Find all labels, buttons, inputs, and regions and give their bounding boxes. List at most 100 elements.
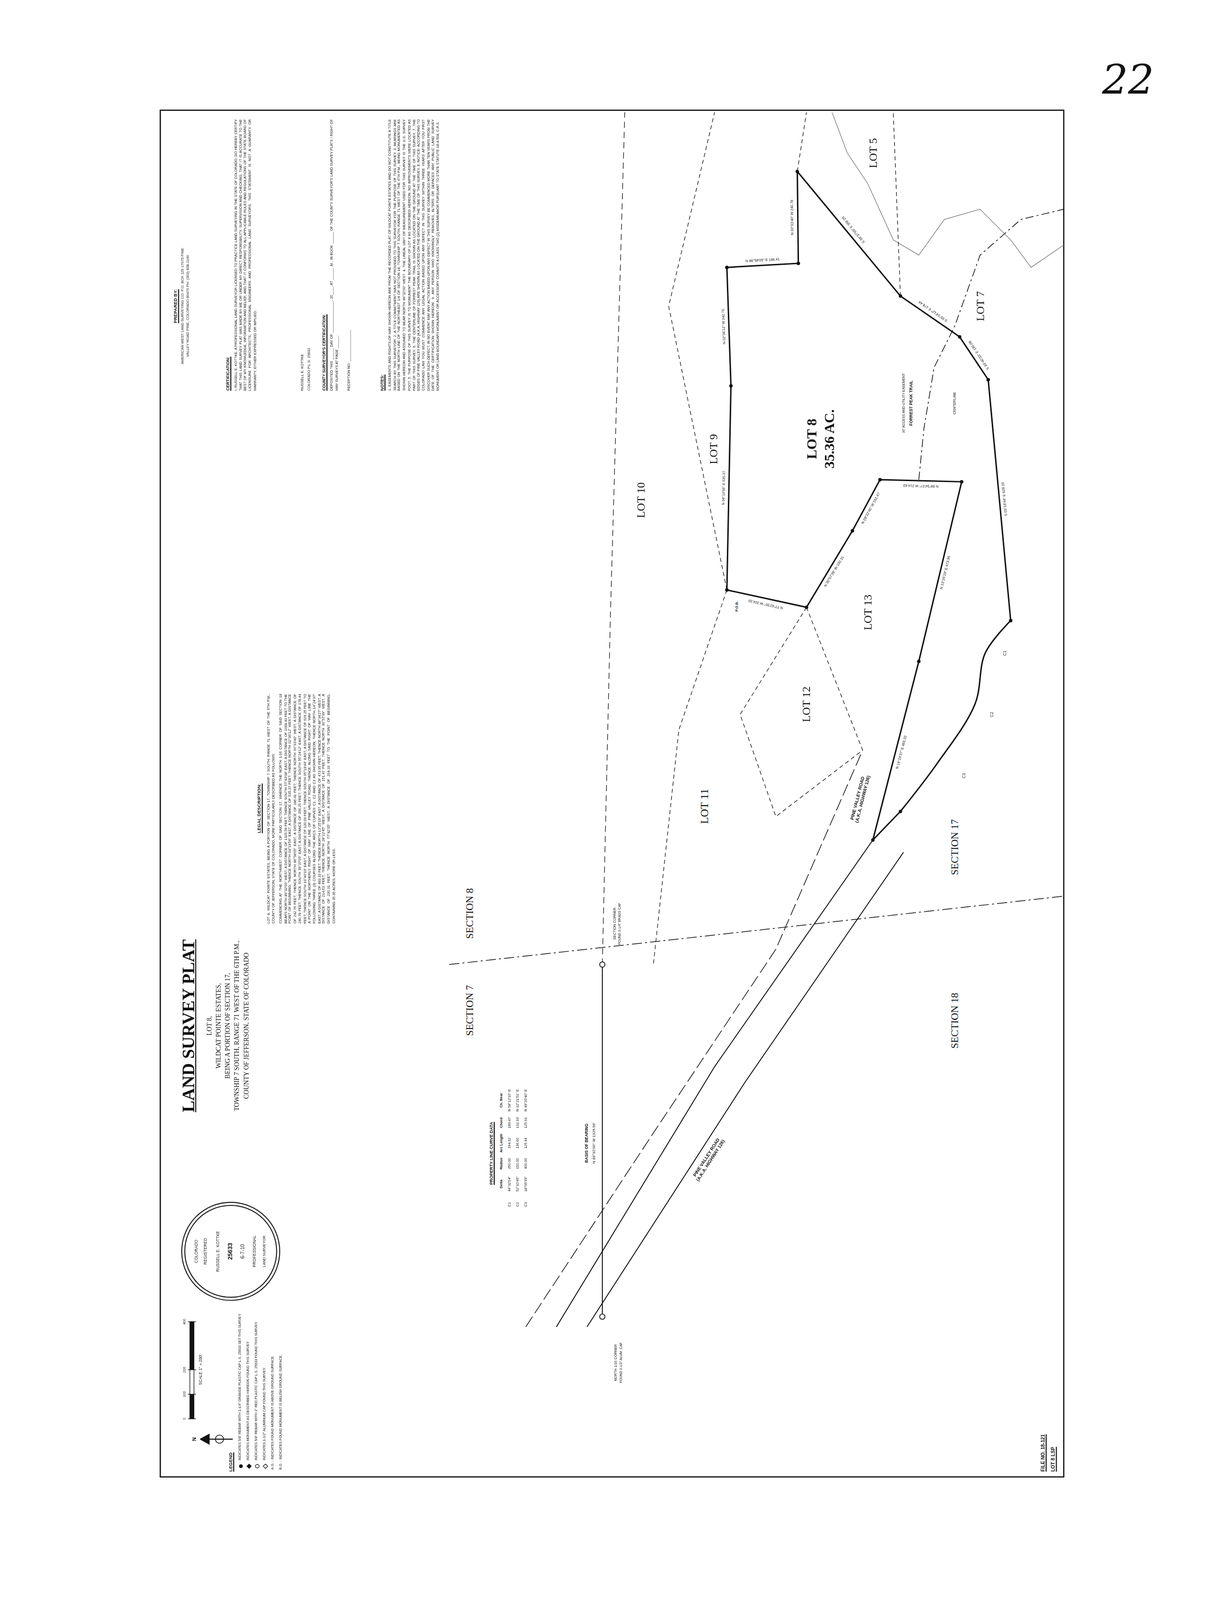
- table-cell: C1: [507, 1202, 512, 1208]
- monument-symbol: [850, 529, 855, 533]
- notes-text: 1. EASEMENTS AND RIGHTS-OF-WAY SHOWN HER…: [387, 119, 441, 392]
- section-label: SECTION 8: [463, 887, 476, 939]
- section-corner-symbol: [599, 961, 605, 968]
- lot-label: LOT 12: [799, 686, 813, 723]
- scale-bar-segment: [189, 1394, 194, 1420]
- bearing-distance: N 77°42'35" W 204.33: [747, 598, 784, 611]
- block-heading: LEGAL DESCRIPTION:: [256, 783, 262, 834]
- corner-label: FOUND 3-1/4" BRASS CAP: [618, 902, 623, 946]
- table-cell: 131.93: [515, 1117, 520, 1129]
- recording-text: DEPOSITED THIS ______ DAY OF ___________…: [329, 119, 340, 392]
- road-edge: [586, 852, 904, 1327]
- scale-number: 400: [182, 1319, 188, 1326]
- monument-symbol: [871, 838, 875, 842]
- bearing-distance: N 88°34'27" W 214.63: [902, 484, 939, 489]
- table-cell: C2: [515, 1202, 520, 1208]
- certification-text: I, RUSSELL E. KOTTKE, A PROFESSIONAL LAN…: [233, 119, 258, 392]
- seal-text: RUSSELL E. KOTTKE: [216, 1231, 222, 1273]
- subtitle: LOT 8,: [205, 1016, 213, 1036]
- scale-tick: [187, 1321, 197, 1322]
- file-number: FILE NO. 18-121: [1040, 1434, 1047, 1472]
- lot-line: [668, 112, 727, 591]
- table-header: Ch. Bear: [498, 1093, 504, 1109]
- road-edge: [525, 750, 863, 1328]
- table-header: Delta: [498, 1179, 504, 1189]
- north-label: N: [192, 1437, 199, 1442]
- bearing-distance: N 00°33'40" W 240.78: [789, 199, 795, 236]
- scale-tick: [187, 1394, 197, 1395]
- seal-text: LAND SURVEYOR: [262, 1235, 267, 1268]
- table-cell: 250.00: [507, 1158, 512, 1170]
- surveyor-license: COLORADO P.L.S. 25633: [307, 348, 312, 392]
- table-cell: N 32°21'51" E: [515, 1089, 520, 1112]
- section-label: SECTION 18: [948, 992, 961, 1049]
- table-cell: 44°32'04": [507, 1176, 512, 1193]
- bearing-distance: N 28°22'45" W 151.47: [860, 491, 882, 525]
- legend-symbol: [262, 1464, 268, 1469]
- lot-label: LOT 7: [973, 290, 987, 322]
- bearing-distance: N 30°57'39" W 230.31: [823, 555, 846, 589]
- corner-label: SECTION CORNER: [612, 907, 617, 941]
- lot-label: LOT 8: [804, 418, 821, 460]
- recording-text: RECEPTION NO. ________________: [347, 329, 352, 392]
- table-header: Radius: [498, 1157, 504, 1171]
- lot-boundary-curve: [900, 620, 1011, 812]
- file-number: LOT 8 LSP: [1050, 1446, 1057, 1472]
- monument-symbol: [917, 660, 921, 664]
- lot-label: LOT 5: [866, 137, 880, 169]
- monument-symbol: [804, 605, 809, 610]
- seal-text: REGISTERED: [203, 1238, 209, 1266]
- block-heading: CERTIFICATION:: [226, 356, 232, 392]
- lot-label: LOT 13: [861, 594, 875, 631]
- monument-symbol: [986, 377, 990, 382]
- table-cell: 125.91: [523, 1117, 528, 1129]
- lot-line: [653, 589, 727, 965]
- subtitle: TOWNSHIP 7 SOUTH, RANGE 71 WEST OF THE 6…: [233, 940, 241, 1112]
- legend-text: B.G. - INDICATES FOUND MONUMENT IS BELOW…: [279, 1354, 284, 1471]
- trail-label: FORREST PEAK TRAIL: [909, 380, 915, 426]
- trail-centerline: [918, 209, 1064, 480]
- monument-symbol: [724, 265, 729, 270]
- block-heading: NOTES:: [380, 374, 386, 391]
- curve-label: C3: [962, 773, 968, 779]
- bearing-distance: N 02°36'12" W 242.76: [720, 309, 726, 345]
- legend-symbol: [238, 1464, 243, 1469]
- subtitle: BEING A PORTION OF SECTION 17,: [224, 972, 232, 1080]
- bearing-distance: N 86°58'05" E 186.41: [745, 256, 780, 263]
- north-arrow-head: [199, 1434, 210, 1445]
- lot-label: LOT 11: [698, 788, 711, 825]
- monument-symbol: [724, 588, 729, 592]
- corner-label: NORTH 1/16 CORNER: [613, 1344, 618, 1382]
- bearing-distance: N 14°24'37" E 483.33: [895, 735, 908, 770]
- bearing-distance: S 55°24'12" E 178.44: [917, 300, 949, 324]
- monument-symbol: [729, 384, 733, 388]
- table-cell: C3: [523, 1202, 528, 1208]
- table-cell: 150.00: [515, 1158, 520, 1170]
- subtitle: COUNTY OF JEFFERSON, STATE OF COLORADO: [242, 952, 250, 1100]
- lot-line: [797, 112, 807, 172]
- scale-number: 200: [182, 1366, 188, 1373]
- monument-symbol: [960, 480, 964, 484]
- table-cell: 18°06'39": [523, 1176, 528, 1193]
- surveyor-seal: [184, 1205, 277, 1298]
- subtitle: WILDCAT POINTE ESTATES,: [214, 983, 223, 1070]
- lot-area: 35.36 AC.: [821, 409, 838, 469]
- bearing-distance: S 05°19'44" E 629.25: [1001, 482, 1009, 518]
- table-cell: 52°10'45": [515, 1176, 520, 1193]
- north-arrow: [206, 1438, 233, 1440]
- section-label: SECTION 7: [463, 985, 476, 1036]
- legal-description: LOT 8, WILDCAT POINTE ESTATES, BEING A P…: [266, 693, 276, 924]
- legend-text: INDICATES 5/8" REBAR WITH 1" RED PLASTIC…: [255, 1321, 260, 1461]
- lot-label: LOT 10: [634, 482, 648, 519]
- bearing-distance: N 13°25'19" E 473.95: [939, 555, 952, 591]
- table-header: Chord: [498, 1117, 504, 1129]
- table-cell: 136.60: [515, 1137, 520, 1150]
- bearing-distance: S 33°40'33" E 130.09: [967, 339, 990, 371]
- lot-line: [893, 112, 901, 297]
- page-number: 22: [1101, 56, 1155, 104]
- surveyor-seal: [181, 1202, 280, 1301]
- legend-text: INDICATES MONUMENT AS DESCRIBED HEREON F…: [247, 1341, 251, 1461]
- basis-of-bearing: BASIS OF BEARING: [584, 1123, 590, 1163]
- table-cell: 126.44: [523, 1137, 528, 1150]
